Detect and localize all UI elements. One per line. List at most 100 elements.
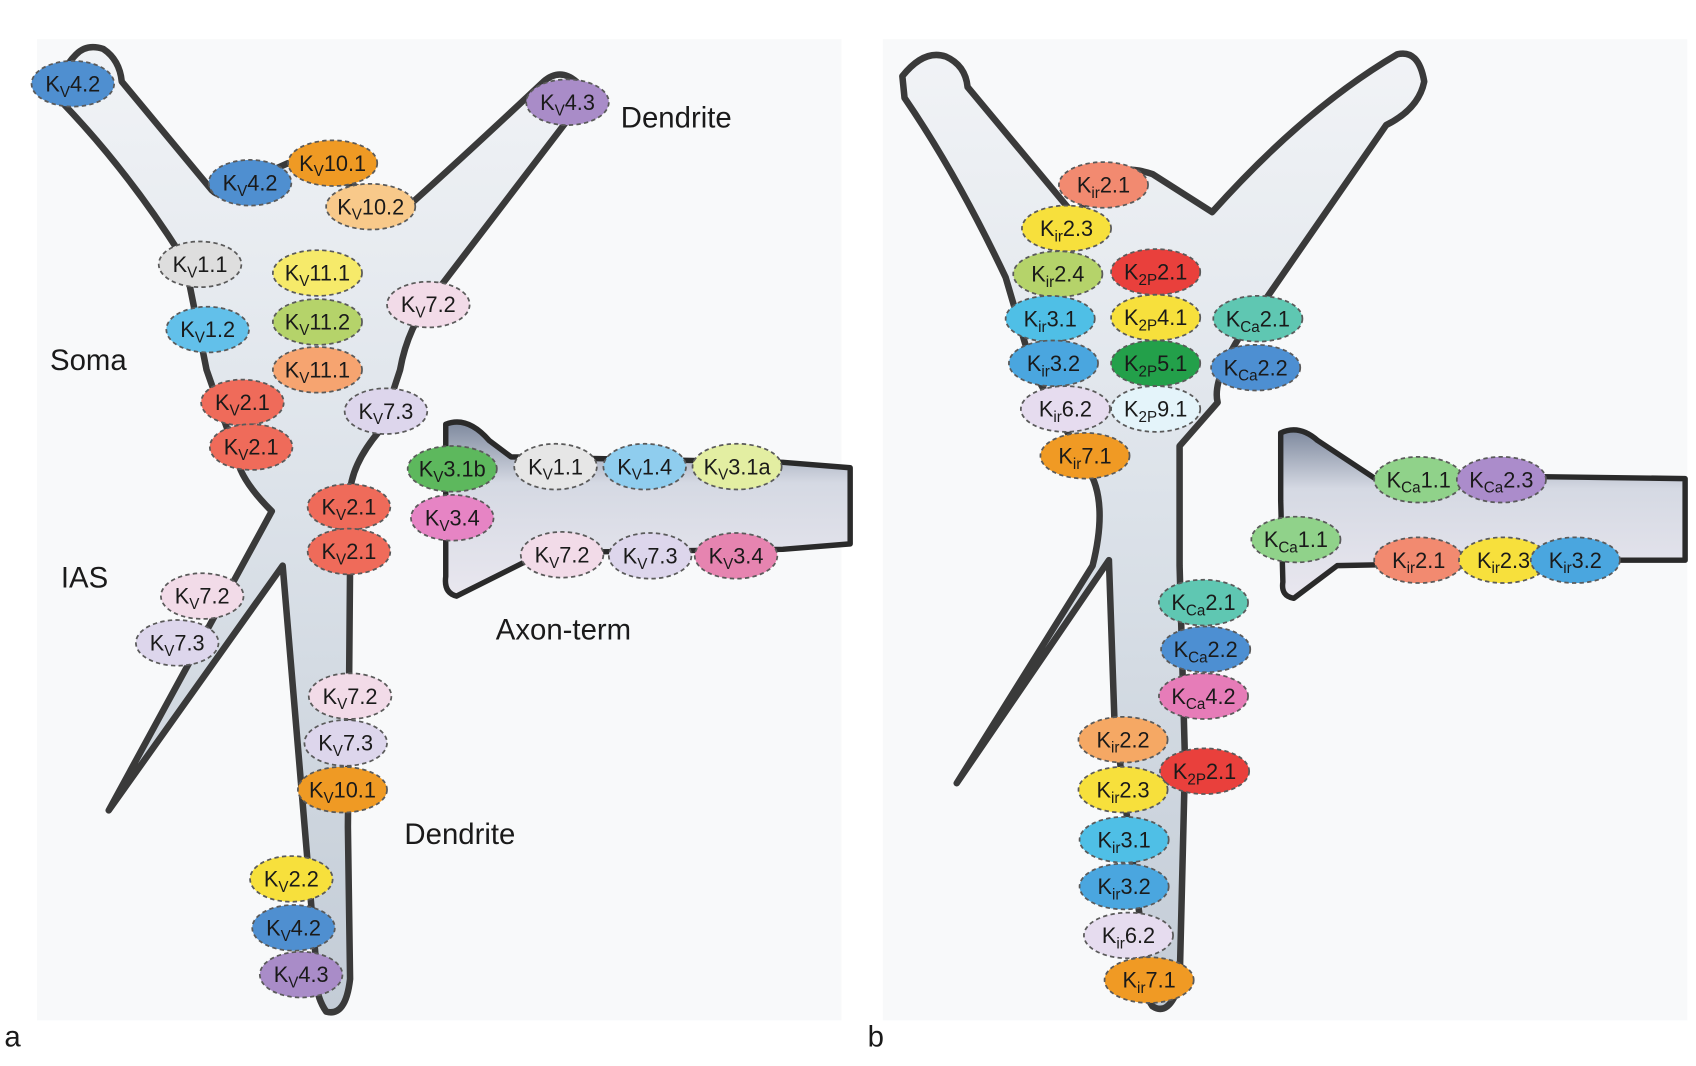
- channel-kv7-3: KV7.3: [343, 387, 429, 435]
- channel-label: KV2.1: [322, 495, 377, 524]
- channel-label: Kir3.1: [1024, 306, 1077, 335]
- channel-ellipse: [1103, 956, 1195, 1004]
- channel-kv3-1b: KV3.1b: [406, 445, 498, 493]
- channel-kv7-2: KV7.2: [386, 280, 471, 329]
- channel-kir2-2: Kir2.2: [1077, 715, 1169, 764]
- channel-label: Kir7.1: [1058, 443, 1111, 472]
- channel-label: KV4.3: [540, 90, 595, 119]
- channel-ellipse: [1078, 862, 1170, 911]
- channel-ellipse: [1159, 747, 1251, 795]
- channel-label: KV7.3: [318, 731, 373, 760]
- channel-label: KV10.1: [309, 777, 376, 806]
- channel-ellipse: [272, 346, 363, 394]
- channel-ellipse: [691, 442, 783, 491]
- channel-label: KV7.2: [323, 684, 378, 713]
- channel-kv7-2: KV7.2: [307, 672, 393, 720]
- channel-kir2-1: Kir2.1: [1373, 536, 1465, 584]
- channel-label: KV2.2: [264, 867, 319, 896]
- channel-label: KV3.4: [709, 543, 764, 572]
- channel-kv4-3: KV4.3: [258, 950, 344, 999]
- channel-label: Kir2.1: [1077, 173, 1130, 202]
- channel-kir3-2: Kir3.2: [1078, 862, 1170, 911]
- channel-kir3-2: Kir3.2: [1529, 536, 1621, 584]
- channel-ellipse: [525, 78, 610, 126]
- channel-label: KCa1.1: [1387, 467, 1451, 496]
- channel-kv7-3: KV7.3: [135, 619, 220, 667]
- channel-kv10-1: KV10.1: [297, 765, 388, 814]
- channel-label: KV1.1: [173, 252, 228, 281]
- channel-label: Kir6.2: [1039, 397, 1092, 426]
- channel-kca1-1: KCa1.1: [1373, 455, 1465, 504]
- channel-ellipse: [272, 298, 363, 346]
- channel-label: Kir3.2: [1027, 351, 1080, 380]
- channel-label: Kir2.3: [1477, 548, 1530, 577]
- channel-ellipse: [1083, 911, 1174, 960]
- channel-ellipse: [307, 672, 393, 720]
- channel-ellipse: [306, 483, 392, 531]
- channel-label: KV7.3: [359, 399, 414, 428]
- channel-kir7-1: Kir7.1: [1039, 432, 1131, 480]
- channel-kca2-2: KCa2.2: [1210, 343, 1302, 392]
- channel-kv1-1: KV1.1: [157, 240, 243, 289]
- channel-label: KV7.2: [401, 292, 456, 321]
- channel-kir2-4: Kir2.4: [1012, 250, 1104, 298]
- channel-kir2-3: Kir2.3: [1021, 204, 1112, 253]
- channel-label: Kir7.1: [1123, 968, 1176, 997]
- channel-kv11-1: KV11.1: [272, 249, 363, 297]
- channel-ellipse: [1158, 578, 1249, 627]
- channel-label: KV3.1a: [704, 454, 772, 483]
- panel-b-channels: Kir2.1Kir2.3Kir2.4Kir3.1Kir3.2Kir6.2Kir7…: [1004, 161, 1621, 1004]
- channel-kv1-2: KV1.2: [165, 305, 250, 354]
- channel-label: KV10.1: [299, 151, 366, 180]
- channel-label: KCa2.1: [1226, 306, 1290, 335]
- channel-ellipse: [386, 280, 471, 329]
- channel-kir2-3: Kir2.3: [1458, 536, 1550, 584]
- channel-kv2-1: KV2.1: [200, 378, 285, 427]
- channel-kv7-3: KV7.3: [607, 532, 693, 580]
- channel-kv3-4: KV3.4: [693, 532, 779, 580]
- channel-label: Kir2.4: [1031, 262, 1084, 291]
- channel-kca2-1: KCa2.1: [1212, 294, 1304, 343]
- channel-label: KV1.2: [180, 317, 235, 346]
- channel-label: KV2.1: [215, 390, 270, 419]
- channel-label: KV7.3: [623, 543, 678, 572]
- channel-label: KV4.2: [223, 170, 278, 199]
- channel-ellipse: [1078, 816, 1170, 864]
- channel-label: KV7.2: [535, 542, 590, 571]
- channel-kv1-1: KV1.1: [513, 442, 598, 491]
- channel-label: KV10.2: [337, 194, 404, 223]
- channel-kv4-2: KV4.2: [251, 904, 336, 952]
- channel-k2p5-1: K2P5.1: [1110, 339, 1202, 388]
- channel-label: KV7.2: [175, 584, 230, 613]
- channel-label: KV1.1: [528, 454, 583, 483]
- channel-kca4-2: KCa4.2: [1158, 672, 1249, 720]
- channel-ellipse: [343, 387, 429, 435]
- channel-kv4-2: KV4.2: [207, 159, 293, 207]
- channel-ellipse: [1158, 672, 1249, 720]
- channel-label: KCa4.2: [1171, 684, 1235, 713]
- channel-kv1-4: KV1.4: [602, 442, 687, 491]
- channel-ellipse: [157, 240, 243, 289]
- channel-label: Kir2.3: [1096, 777, 1149, 806]
- channel-ellipse: [1212, 294, 1304, 343]
- channel-kv7-3: KV7.3: [303, 719, 388, 767]
- channel-ellipse: [607, 532, 693, 580]
- region-label-dendrite-bottom: Dendrite: [404, 818, 515, 851]
- channel-kca2-2: KCa2.2: [1160, 625, 1252, 674]
- region-label-dendrite-top: Dendrite: [621, 101, 732, 134]
- channel-ellipse: [1110, 385, 1202, 433]
- channel-label: KV4.2: [266, 915, 321, 944]
- channel-ellipse: [208, 423, 294, 471]
- channel-ellipse: [160, 572, 245, 620]
- channel-label: K2P5.1: [1124, 351, 1187, 380]
- channel-ellipse: [303, 719, 388, 767]
- channel-ellipse: [1008, 339, 1099, 388]
- channel-kca1-1: KCa1.1: [1250, 515, 1342, 564]
- panel-label-a: a: [4, 1020, 21, 1053]
- channel-kir7-1: Kir7.1: [1103, 956, 1195, 1004]
- channel-kir2-3: Kir2.3: [1077, 765, 1169, 814]
- channel-label: Kir3.2: [1549, 548, 1602, 577]
- channel-label: KV1.4: [617, 454, 672, 483]
- channel-label: KV3.4: [425, 505, 480, 534]
- region-label-soma: Soma: [50, 344, 127, 377]
